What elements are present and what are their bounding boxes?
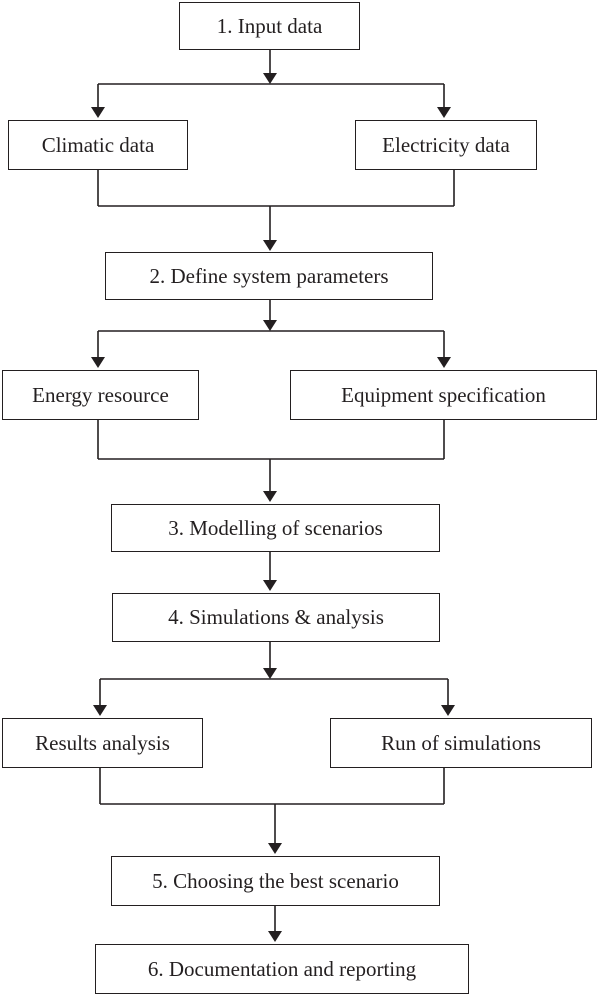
arrowhead (91, 107, 105, 118)
step-climatic-data: Climatic data (8, 120, 188, 170)
arrowhead (263, 491, 277, 502)
arrowhead (93, 705, 107, 716)
step-results-analysis: Results analysis (2, 718, 203, 768)
arrowhead (441, 705, 455, 716)
arrowhead (437, 107, 451, 118)
arrowhead (268, 931, 282, 942)
arrowhead (91, 357, 105, 368)
step-simulations-analysis: 4. Simulations & analysis (112, 593, 440, 642)
step-equipment-specification: Equipment specification (290, 370, 597, 420)
step-input-data: 1. Input data (179, 2, 360, 50)
step-modelling-of-scenarios: 3. Modelling of scenarios (111, 504, 440, 552)
arrowhead (263, 73, 277, 84)
arrowhead (263, 668, 277, 679)
arrowhead (263, 580, 277, 591)
arrowhead (268, 843, 282, 854)
arrowhead (263, 240, 277, 251)
arrowhead (437, 357, 451, 368)
step-electricity-data: Electricity data (355, 120, 537, 170)
step-define-system-parameters: 2. Define system parameters (105, 252, 433, 300)
step-documentation-reporting: 6. Documentation and reporting (95, 944, 469, 994)
arrowhead (263, 320, 277, 331)
step-energy-resource: Energy resource (2, 370, 199, 420)
step-run-of-simulations: Run of simulations (330, 718, 592, 768)
step-choosing-best-scenario: 5. Choosing the best scenario (111, 856, 440, 906)
